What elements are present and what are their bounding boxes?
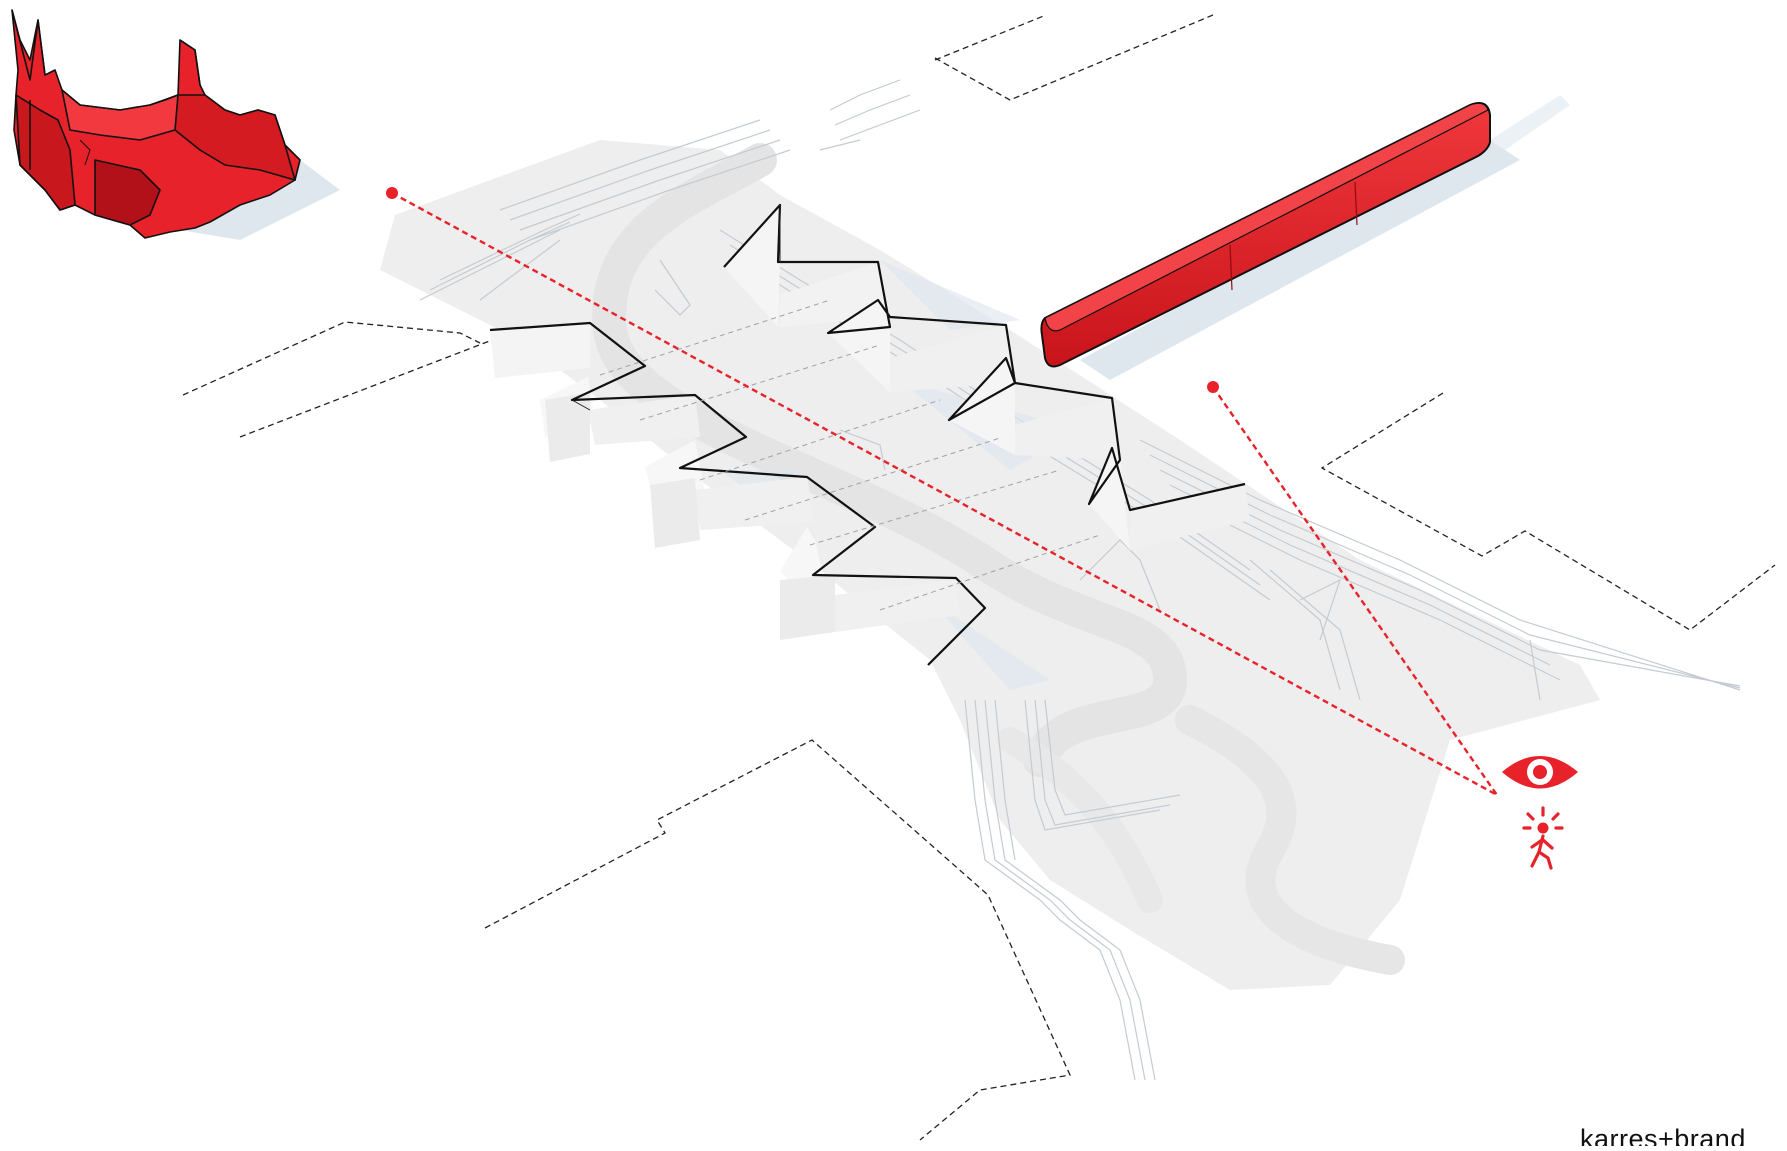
credit-label: karres+brand [1580,1126,1746,1146]
wall-face [650,478,700,548]
boundary-top [935,15,1046,60]
train-icon [1041,103,1490,367]
wall-face [780,575,835,640]
train-shadow [1080,140,1520,380]
pedestrian-icon [1524,808,1562,868]
eye-icon [1502,756,1578,789]
credit-label-wrap: karres+brand [1560,1126,1787,1146]
terrain [380,140,1600,990]
boundary-left-upper [183,322,480,395]
sightline-target-cathedral [386,187,398,199]
wall-face [545,392,590,462]
boundary-top-right [935,15,1213,100]
sightline-target-train [1207,381,1219,393]
boundary-bottom [485,740,1070,1140]
